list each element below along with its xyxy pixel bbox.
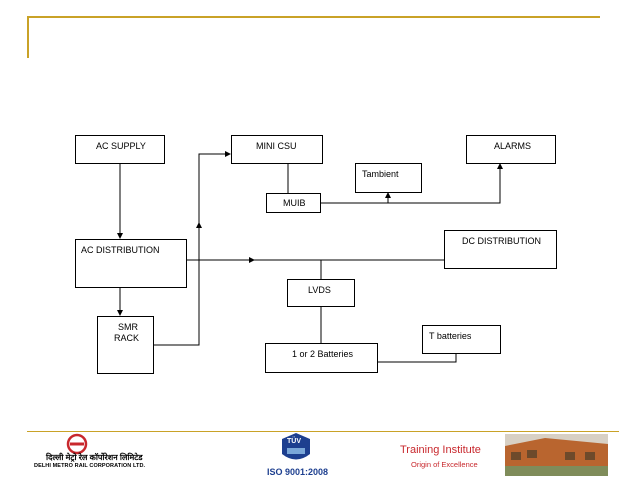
node-ac-supply: AC SUPPLY xyxy=(75,135,165,164)
dmrc-hindi-name: दिल्ली मेट्रो रेल कॉर्पोरेशन लिमिटेड xyxy=(46,453,143,462)
node-ac-distribution-label: AC DISTRIBUTION xyxy=(81,245,160,255)
node-tambient: Tambient xyxy=(355,163,422,193)
node-tambient-label: Tambient xyxy=(362,169,399,179)
node-lvds: LVDS xyxy=(287,279,355,307)
node-ac-distribution: AC DISTRIBUTION xyxy=(75,239,187,288)
header-rule xyxy=(27,16,600,18)
node-t-batteries-label: T batteries xyxy=(429,331,472,341)
training-institute-subtitle: Origin of Excellence xyxy=(411,460,478,469)
dmrc-logo-icon xyxy=(66,433,88,455)
node-alarms-label: ALARMS xyxy=(494,141,532,151)
node-muib-label: MUIB xyxy=(283,198,306,208)
connector-batteries-tbatteries xyxy=(378,353,457,363)
building-photo-image xyxy=(505,434,608,476)
node-alarms: ALARMS xyxy=(466,135,556,164)
node-lvds-label: LVDS xyxy=(308,285,331,295)
node-t-batteries: T batteries xyxy=(422,325,501,354)
node-muib: MUIB xyxy=(266,193,321,213)
connector-smr-minicsu xyxy=(154,151,231,346)
node-mini-csu-label: MINI CSU xyxy=(256,141,297,151)
node-dc-distribution-label: DC DISTRIBUTION xyxy=(462,236,542,246)
node-smr-rack-label-line2: RACK xyxy=(114,333,140,343)
connector-muib-alarms xyxy=(321,163,503,204)
node-dc-distribution: DC DISTRIBUTION xyxy=(444,230,557,269)
iso-label: ISO 9001:2008 xyxy=(267,467,329,477)
footer-rule xyxy=(27,431,619,432)
header-rule-vertical xyxy=(27,16,29,58)
node-smr-rack: SMR RACK xyxy=(97,316,154,374)
node-mini-csu: MINI CSU xyxy=(231,135,323,164)
node-batteries: 1 or 2 Batteries xyxy=(265,343,378,373)
tuv-certification-icon xyxy=(282,433,310,460)
node-ac-supply-label: AC SUPPLY xyxy=(96,141,146,151)
node-batteries-label: 1 or 2 Batteries xyxy=(292,349,354,359)
training-institute-title: Training Institute xyxy=(400,444,481,456)
node-smr-rack-label-line1: SMR xyxy=(118,322,138,332)
dmrc-english-name: DELHI METRO RAIL CORPORATION LTD. xyxy=(34,463,146,469)
tuv-label: TÜV xyxy=(287,438,301,445)
